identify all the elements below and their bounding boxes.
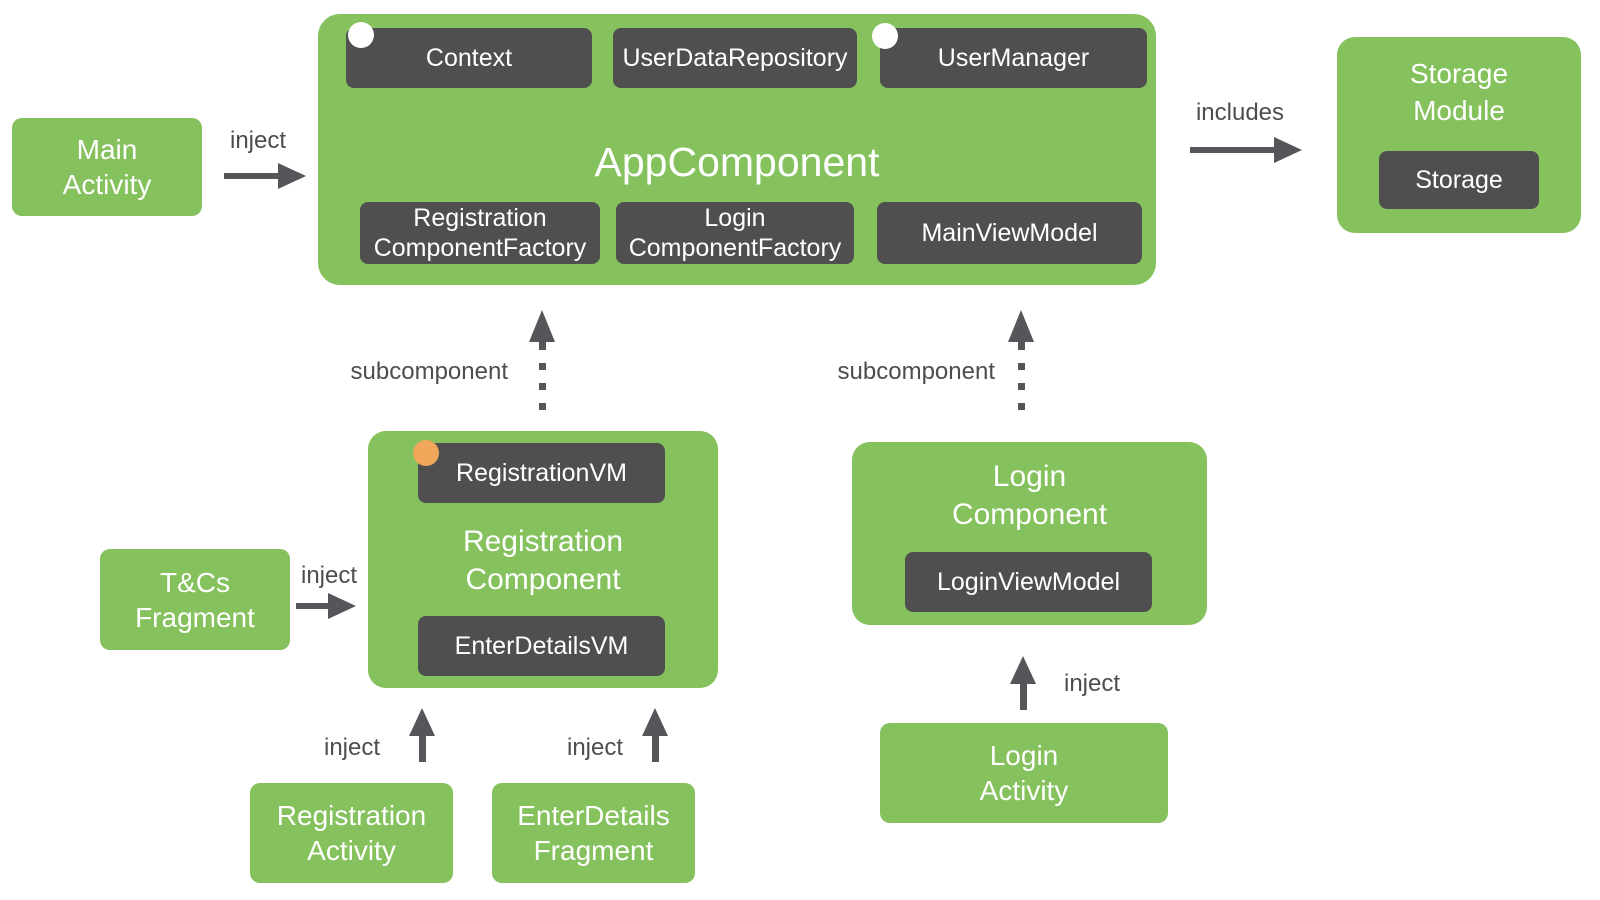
module-storage: Storage [1379,151,1539,209]
arrow-head-icon [1274,137,1302,163]
vm-login-view-model: LoginViewModel [905,552,1152,612]
arrow-head-icon [642,708,668,736]
orange-scope-dot-icon [413,440,439,466]
provision-main-view-model: MainViewModel [877,202,1142,264]
node-registration-activity: Registration Activity [250,783,453,883]
node-login-activity: Login Activity [880,723,1168,823]
factory-registration-component-factory: Registration ComponentFactory [360,202,600,264]
arrow-dash [538,342,546,350]
inject-arrow-right-icon [224,163,306,189]
provision-user-manager: UserManager [880,28,1147,88]
arrow-head-icon [529,310,555,342]
arrow-head-icon [328,593,356,619]
provision-context: Context [346,28,592,88]
edge-label-inject-login: inject [1063,670,1121,697]
login-component-title: Login Component [951,460,1108,531]
arrow-dash [1017,342,1025,350]
edge-label-subcomponent-left: subcomponent [350,358,508,385]
edge-label-inject-registration-activity: inject [323,734,381,761]
arrow-head-icon [409,708,435,736]
arrow-shaft [296,603,328,609]
edge-label-inject-main: inject [229,127,287,154]
vm-registration-vm: RegistrationVM [418,443,665,503]
inject-arrow-right-icon [296,593,356,619]
arrow-shaft [418,736,426,762]
edge-label-subcomponent-right: subcomponent [837,358,995,385]
inject-arrow-up-icon [409,708,435,762]
node-main-activity: Main Activity [12,118,202,216]
vm-enter-details-vm: EnterDetailsVM [418,616,665,676]
node-app-component: Context UserDataRepository UserManager A… [318,14,1156,285]
registration-component-title: Registration Component [462,525,624,596]
node-login-component: Login Component LoginViewModel [852,442,1207,625]
provision-user-data-repository: UserDataRepository [613,28,857,88]
arrow-shaft [1019,684,1027,710]
edge-label-includes: includes [1195,99,1285,126]
node-storage-module: Storage Module Storage [1337,37,1581,233]
inject-arrow-up-icon [1010,656,1036,710]
subcomponent-dashed-arrow-up-icon [529,310,555,410]
node-registration-component: RegistrationVM Registration Component En… [368,431,718,688]
arrow-head-icon [1010,656,1036,684]
app-component-title: AppComponent [594,138,880,185]
node-enterdetails-fragment: EnterDetails Fragment [492,783,695,883]
arrow-dash [1017,363,1025,370]
subcomponent-dashed-arrow-up-icon [1008,310,1034,410]
arrow-head-icon [278,163,306,189]
arrow-dash [1017,383,1025,390]
arrow-dash [1017,403,1025,410]
edge-label-inject-tcs: inject [300,562,358,589]
node-tcs-fragment: T&Cs Fragment [100,549,290,650]
arrow-dash [538,383,546,390]
arrow-dash [538,363,546,370]
inject-arrow-up-icon [642,708,668,762]
arrow-shaft [1190,147,1274,153]
arrow-shaft [224,173,278,179]
edge-label-inject-enterdetails: inject [566,734,624,761]
arrow-head-icon [1008,310,1034,342]
arrow-shaft [651,736,659,762]
arrow-dash [538,403,546,410]
storage-module-title: Storage Module [1409,58,1509,126]
white-scope-dot-icon [348,22,374,48]
includes-arrow-right-icon [1190,137,1302,163]
white-scope-dot-icon [872,23,898,49]
factory-login-component-factory: Login ComponentFactory [616,202,854,264]
